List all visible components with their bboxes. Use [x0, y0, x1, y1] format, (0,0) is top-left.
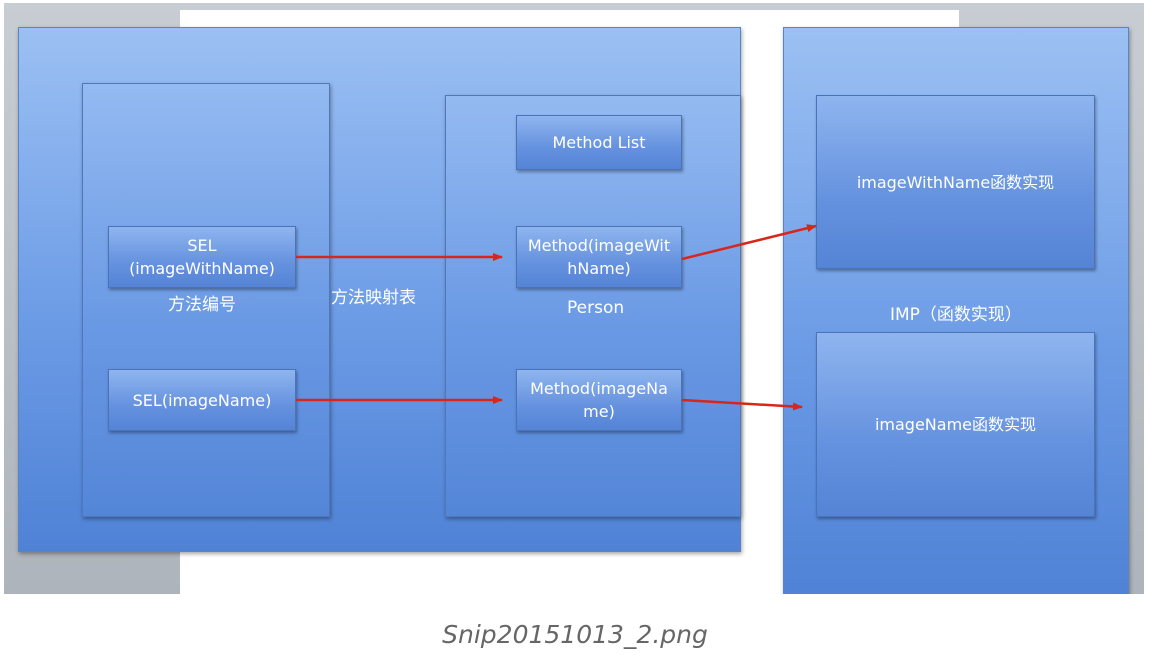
arrow-method-to-imp-name: [681, 398, 803, 411]
person-caption: Person: [567, 298, 625, 318]
sel-image-with-name-box: SEL (imageWithName): [108, 226, 296, 288]
diagram-canvas: SEL (imageWithName) SEL(imageName) 方法编号 …: [4, 3, 1144, 594]
sel-panel: [82, 83, 330, 517]
arrow-layer: [296, 224, 817, 411]
image-caption: Snip20151013_2.png: [442, 620, 708, 649]
method-image-with-name-box: Method(imageWit hName): [516, 226, 682, 288]
method-list-box: Method List: [516, 115, 682, 170]
sel-caption: 方法编号: [168, 295, 236, 315]
imp-caption: IMP（函数实现）: [890, 305, 1022, 325]
imp-image-name-box: imageName函数实现: [816, 332, 1095, 517]
map-caption: 方法映射表: [331, 288, 416, 308]
method-image-name-box: Method(imageNa me): [516, 369, 682, 431]
imp-image-with-name-box: imageWithName函数实现: [816, 95, 1095, 269]
sel-image-name-box: SEL(imageName): [108, 369, 296, 431]
arrow-method-to-imp-with-name: [681, 224, 817, 261]
